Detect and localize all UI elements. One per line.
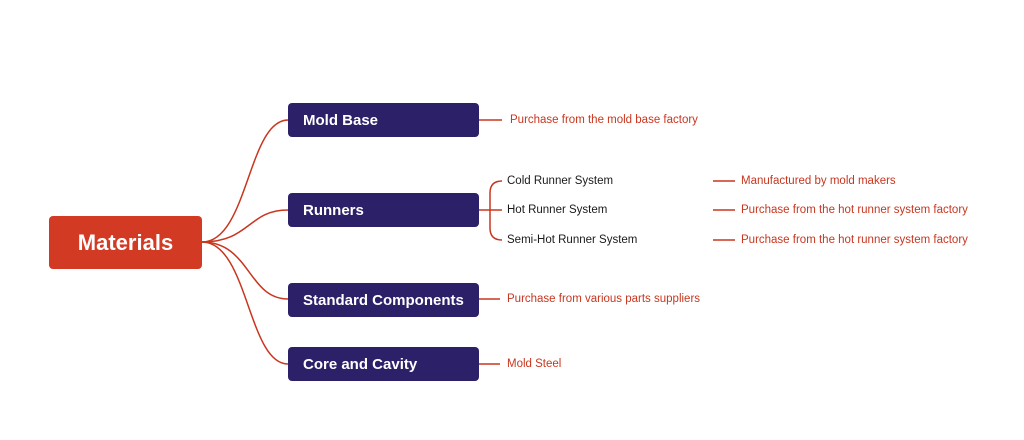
root-node-materials: Materials [49, 216, 202, 269]
category-node-standard-components: Standard Components [288, 283, 479, 317]
subitem-hot-runner-system: Hot Runner System [507, 204, 608, 216]
category-node-mold-base: Mold Base [288, 103, 479, 137]
note-standard-components: Purchase from various parts suppliers [507, 293, 701, 305]
link-runners-bracket [479, 180, 503, 241]
link-root-mold-base [201, 119, 289, 243]
note-hot-runner-system: Purchase from the hot runner system fact… [741, 204, 968, 216]
note-semi-hot-runner-system: Purchase from the hot runner system fact… [741, 234, 968, 246]
note-mold-base: Purchase from the mold base factory [510, 114, 698, 126]
note-cold-runner-system: Manufactured by mold makers [741, 175, 896, 187]
category-node-runners: Runners [288, 193, 479, 227]
note-core-cavity: Mold Steel [507, 358, 562, 370]
link-root-standard-components [201, 241, 289, 300]
subitem-cold-runner-system: Cold Runner System [507, 175, 614, 187]
category-node-core-cavity: Core and Cavity [288, 347, 479, 381]
subitem-semi-hot-runner-system: Semi-Hot Runner System [507, 234, 638, 246]
link-root-core-cavity [201, 241, 289, 365]
link-root-runners [201, 209, 289, 243]
